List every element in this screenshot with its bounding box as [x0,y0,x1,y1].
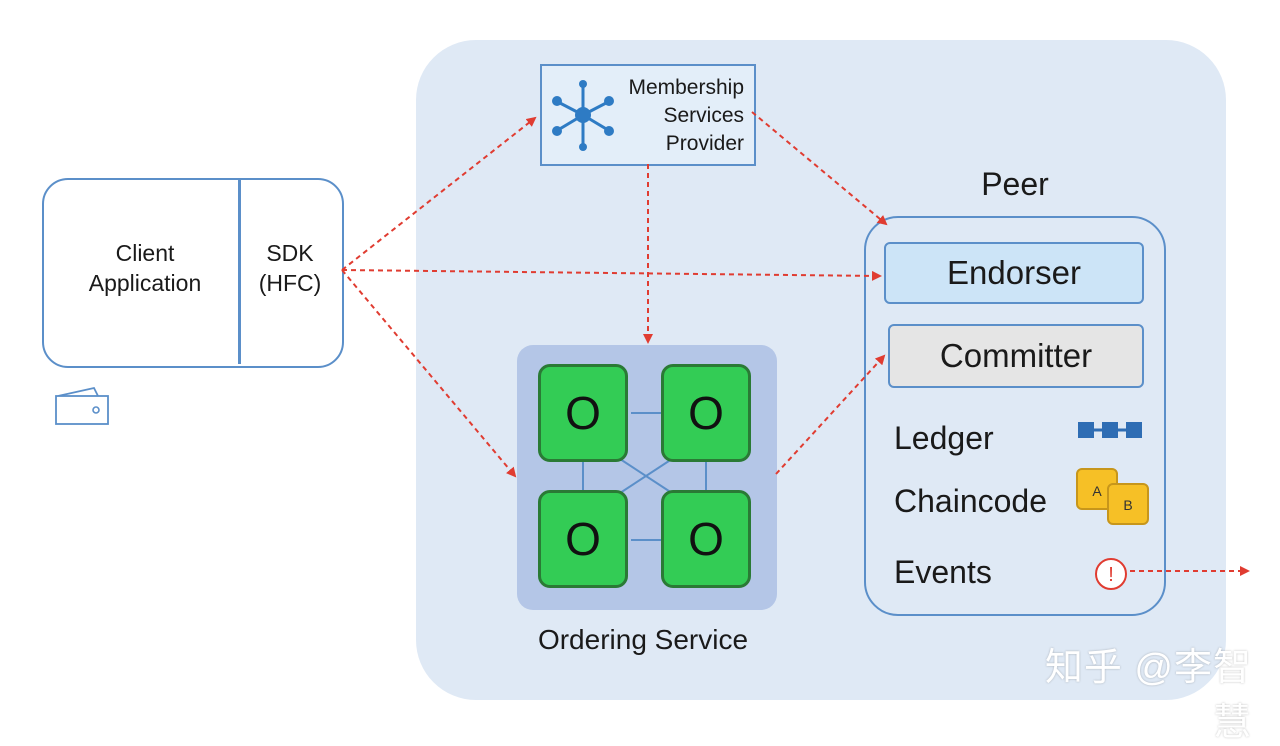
chaincode-icon: A B [1076,468,1149,525]
orderer-node: O [661,490,751,588]
arrow-ordering-to-committer [775,354,886,475]
watermark: 知乎 @李智慧 [1044,647,1252,744]
sdk-label-line1: SDK [266,240,314,266]
sdk-label: SDK (HFC) [242,238,338,298]
chaincode-icon-b: B [1123,497,1132,513]
orderer-mesh-lines [582,412,707,541]
msp-label-line2: Services [663,104,744,127]
ledger-blocks-icon [1078,422,1142,438]
orderer-node: O [538,364,628,462]
chaincode-icon-a: A [1092,483,1102,499]
peer-title: Peer [981,166,1049,202]
chaincode-label: Chaincode [894,483,1047,519]
alert-icon: ! [1095,558,1127,590]
msp-label-line3: Provider [665,132,744,155]
client-label-line2: Application [88,270,202,296]
client-sdk-divider [238,180,241,364]
client-application-box [42,178,344,368]
wallet-icon [55,386,109,425]
alert-icon-glyph: ! [1108,564,1114,586]
ordering-service-label: Ordering Service [537,624,749,655]
events-label: Events [894,554,992,590]
committer-box: Committer [888,324,1144,388]
sdk-label-line2: (HFC) [258,270,322,296]
arrow-msp-to-peer [751,111,888,226]
orderer-node: O [538,490,628,588]
endorser-box: Endorser [884,242,1144,304]
ledger-label: Ledger [894,420,994,456]
arrow-sdk-to-ordering [341,269,517,478]
client-application-label: Client Application [70,238,220,298]
arrow-sdk-to-endorser [341,269,882,281]
msp-label-line1: Membership [628,76,744,99]
network-hub-icon [552,80,614,151]
arrow-sdk-to-msp [341,116,537,271]
flow-arrows [341,111,1250,576]
orderer-node: O [661,364,751,462]
membership-services-provider-label: Membership Services Provider [612,74,744,158]
client-label-line1: Client [115,240,175,266]
